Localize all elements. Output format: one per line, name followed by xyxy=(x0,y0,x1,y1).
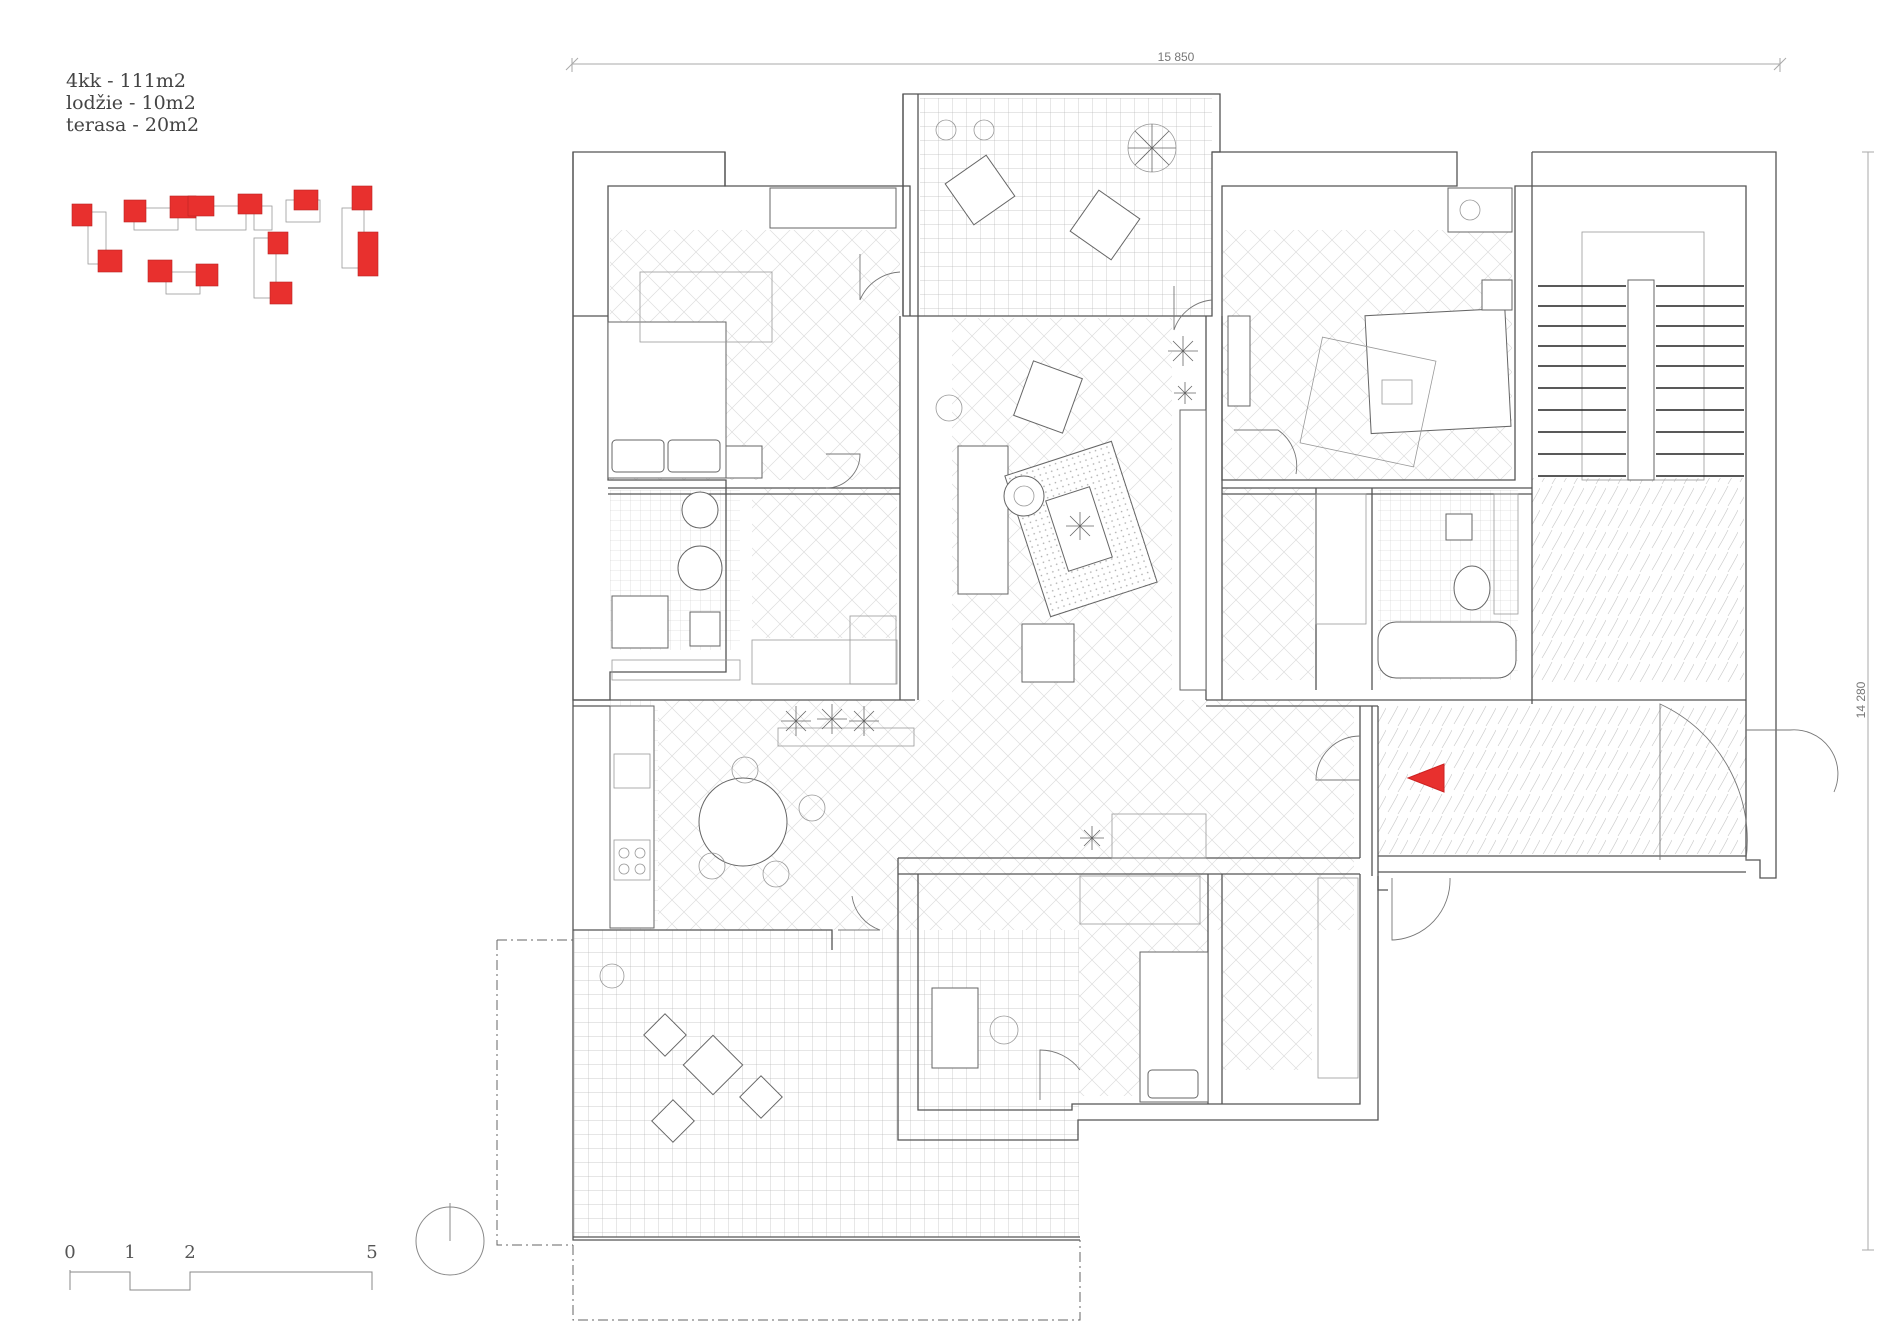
scale-label-2: 2 xyxy=(184,1242,195,1263)
furniture xyxy=(599,119,1519,1143)
width-dimension: 15 850 xyxy=(565,50,1787,72)
scale-label-5: 5 xyxy=(366,1242,377,1263)
height-dimension: 14 280 xyxy=(1854,151,1874,1251)
north-arrow-icon xyxy=(415,1203,485,1276)
plants xyxy=(781,124,1198,850)
site-key-plan xyxy=(71,185,379,305)
area-legend: 4kk - 111m2 lodžie - 10m2 terasa - 20m2 xyxy=(66,70,199,136)
scale-label-1: 1 xyxy=(124,1242,135,1263)
staircase xyxy=(1538,231,1744,481)
legend-terrace-area: terasa - 20m2 xyxy=(66,114,200,136)
walls xyxy=(572,93,1777,1241)
legend-apartment-area: 4kk - 111m2 xyxy=(66,70,186,92)
width-dimension-label: 15 850 xyxy=(1158,50,1195,64)
dining-table xyxy=(698,777,788,867)
doors xyxy=(825,254,1839,1100)
height-dimension-label: 14 280 xyxy=(1854,681,1868,718)
terrace-outline xyxy=(496,939,1081,1321)
bed-2 xyxy=(1364,307,1512,435)
scale-label-0: 0 xyxy=(64,1242,75,1263)
legend-loggia-area: lodžie - 10m2 xyxy=(66,92,196,114)
scale-bar: 0 1 2 5 xyxy=(64,1242,378,1291)
bathtub xyxy=(1377,621,1517,679)
entry-arrow-icon xyxy=(1406,763,1445,793)
